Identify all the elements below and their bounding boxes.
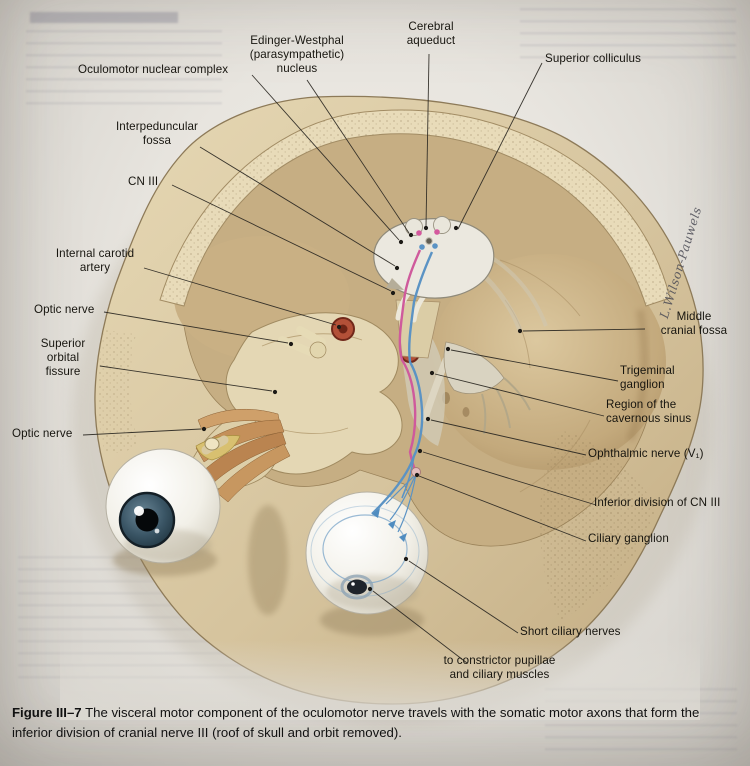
optic-nerve-stump	[201, 435, 229, 455]
cranial-cut-rim-stipple	[160, 110, 670, 306]
left-eyeball	[105, 448, 221, 564]
label-short-ciliary-nerves: Short ciliary nerves	[520, 625, 621, 638]
label-ophthalmic-nerve: Ophthalmic nerve (V₁)	[588, 447, 704, 460]
label-cerebral-aqueduct: Cerebral aqueduct	[406, 20, 456, 48]
short-ciliary-nerve-lines	[385, 473, 417, 533]
figure-caption-body: The visceral motor component of the ocul…	[12, 705, 700, 740]
label-edinger-westphal: Edinger-Westphal (parasympathetic) nucle…	[249, 34, 345, 76]
ophthalmic-nerve-v1	[421, 356, 450, 422]
fossa-rim-shading	[626, 309, 649, 442]
label-superior-colliculus: Superior colliculus	[545, 52, 641, 65]
label-optic-nerve-lower: Optic nerve	[12, 427, 73, 440]
figure-caption: Figure III–7 The visceral motor componen…	[12, 703, 734, 743]
label-superior-orbital-fissure: Superior orbital fissure	[40, 337, 86, 379]
cerebral-aqueduct-opening	[425, 237, 433, 245]
bone-stipple-right	[540, 430, 655, 620]
label-oculomotor-nuclear-complex: Oculomotor nuclear complex	[78, 63, 229, 76]
leader-lines	[82, 53, 646, 664]
illustration-fade	[60, 640, 700, 720]
nerve-arrowheads	[372, 508, 407, 542]
label-constrictor-pupillae: to constrictor pupillae and ciliary musc…	[443, 654, 556, 682]
leader-dots	[201, 225, 523, 592]
edinger-westphal-nucleus-dot	[434, 229, 440, 235]
bone-stipple-left	[98, 330, 138, 453]
figure-caption-label: Figure III–7	[12, 705, 82, 720]
oculomotor-nerve-parasympathetic	[398, 249, 422, 473]
superior-colliculus-bump	[433, 216, 451, 234]
oculomotor-nerve-somatic	[371, 251, 434, 515]
oculomotor-nucleus-dot	[432, 243, 438, 249]
right-pupil	[347, 579, 367, 595]
label-inferior-division-cn-iii: Inferior division of CN III	[594, 496, 721, 509]
internal-carotid-left	[331, 317, 355, 341]
foramen	[462, 407, 470, 417]
edinger-westphal-nucleus-dot	[416, 230, 422, 236]
label-trigeminal-ganglion: Trigeminal ganglion	[620, 364, 675, 392]
nasal-shadow	[248, 505, 288, 615]
right-eyeball	[305, 491, 429, 615]
optic-nerves-chiasm	[278, 326, 327, 359]
label-cn-iii: CN III	[128, 175, 159, 188]
label-ciliary-ganglion: Ciliary ganglion	[588, 532, 669, 545]
middle-cranial-fossa-region	[430, 254, 666, 470]
interpeduncular-notch	[386, 278, 404, 290]
label-optic-nerve-upper: Optic nerve	[34, 303, 95, 316]
label-interpeduncular-fossa: Interpeduncular fossa	[115, 120, 199, 148]
trigeminal-ganglion-shape	[443, 341, 531, 435]
cn-iii-rootlets	[395, 291, 427, 323]
inferior-division-branch	[401, 455, 415, 499]
orbital-shadow	[320, 604, 424, 636]
label-internal-carotid-artery: Internal carotid artery	[55, 247, 135, 275]
label-region-cavernous-sinus: Region of the cavernous sinus	[606, 398, 692, 426]
midbrain-section	[373, 216, 495, 299]
oculomotor-nucleus-dot	[419, 244, 425, 250]
label-middle-cranial-fossa: Middle cranial fossa	[660, 310, 728, 338]
